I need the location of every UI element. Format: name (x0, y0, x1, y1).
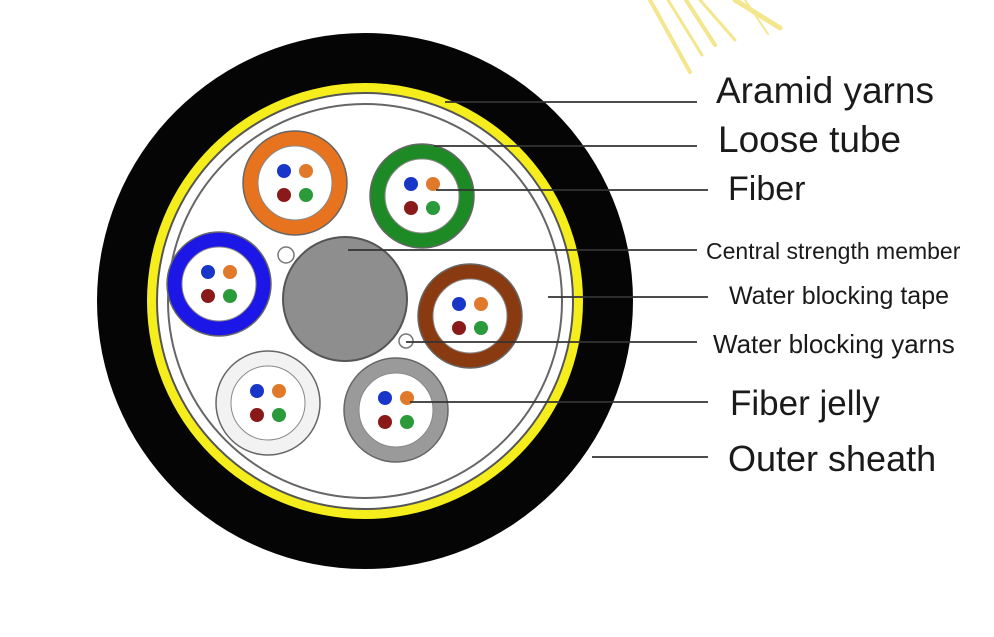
fiber (378, 391, 392, 405)
fiber (277, 164, 291, 178)
fiber (404, 177, 418, 191)
fiber (223, 289, 237, 303)
central-strength-member (282, 236, 408, 362)
fiber (201, 289, 215, 303)
fiber-jelly-fill (432, 278, 508, 354)
fiber-jelly-fill (384, 158, 460, 234)
fiber (299, 164, 313, 178)
fiber (272, 384, 286, 398)
label-fiber-jelly: Fiber jelly (730, 384, 880, 423)
fiber (201, 265, 215, 279)
fiber (223, 265, 237, 279)
fiber (277, 188, 291, 202)
fiber-jelly-fill (181, 246, 257, 322)
label-aramid-yarns: Aramid yarns (716, 70, 934, 111)
fiber (378, 415, 392, 429)
fiber (452, 321, 466, 335)
fiber (272, 408, 286, 422)
fiber (404, 201, 418, 215)
fiber-jelly-fill (257, 145, 333, 221)
fiber (474, 321, 488, 335)
decorative-yarn-strands (648, 0, 783, 74)
label-central-strength-member: Central strength member (706, 238, 961, 264)
fiber (452, 297, 466, 311)
fiber-jelly-fill (230, 365, 306, 441)
fiber (400, 415, 414, 429)
fiber (474, 297, 488, 311)
leader-lines (348, 101, 708, 458)
label-water-blocking-tape: Water blocking tape (729, 282, 950, 310)
fiber (299, 188, 313, 202)
label-fiber: Fiber (728, 170, 806, 208)
fiber (426, 201, 440, 215)
water-blocking-yarn (398, 333, 414, 349)
loose-tubes-group (166, 130, 523, 463)
water-blocking-yarn (277, 246, 295, 264)
label-loose-tube: Loose tube (718, 119, 902, 160)
label-water-blocking-yarns: Water blocking yarns (713, 329, 955, 359)
fiber (250, 384, 264, 398)
fiber-jelly-fill (358, 372, 434, 448)
fiber (426, 177, 440, 191)
label-outer-sheath: Outer sheath (728, 438, 937, 479)
fiber (250, 408, 264, 422)
